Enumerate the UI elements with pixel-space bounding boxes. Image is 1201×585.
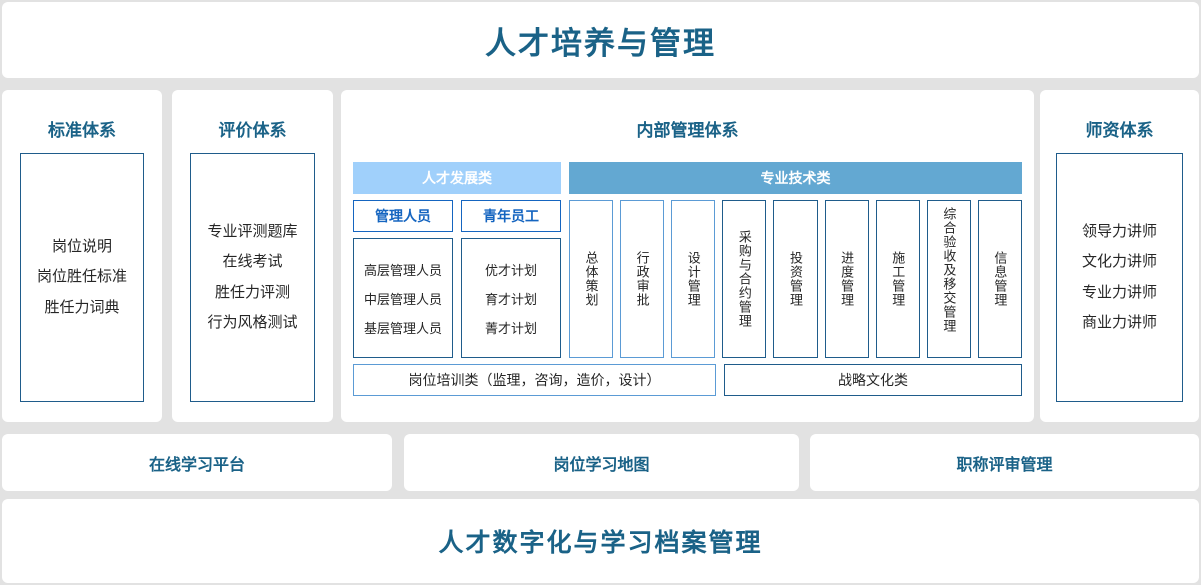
list-item: 在线考试 <box>222 253 283 270</box>
technical-box-label: 行政审批 <box>634 251 650 307</box>
list-item: 领导力讲师 <box>1081 222 1157 240</box>
dev-column-body: 高层管理人员 中层管理人员 基层管理人员 <box>353 238 453 358</box>
panel-faculty-system: 师资体系 领导力讲师 文化力讲师 专业力讲师 商业力讲师 <box>1040 90 1199 422</box>
standard-system-heading: 标准体系 <box>48 121 116 140</box>
faculty-system-box: 领导力讲师 文化力讲师 专业力讲师 商业力讲师 <box>1056 153 1183 402</box>
strip-strategy-culture: 战略文化类 <box>724 364 1022 396</box>
list-item: 高层管理人员 <box>363 262 442 278</box>
internal-management-heading: 内部管理体系 <box>636 121 739 140</box>
list-item: 菁才计划 <box>484 320 537 336</box>
technical-box: 总体策划 <box>569 200 614 358</box>
evaluation-system-heading: 评价体系 <box>218 121 287 140</box>
panel-standard-system: 标准体系 岗位说明 岗位胜任标准 胜任力词典 <box>2 90 162 422</box>
list-item: 基层管理人员 <box>363 320 442 336</box>
title-band: 人才培养与管理 <box>2 2 1199 78</box>
technical-box-label: 总体策划 <box>583 251 599 307</box>
list-item: 行为风格测试 <box>207 314 298 331</box>
dev-column-title: 管理人员 <box>353 200 453 232</box>
platform-title-review: 职称评审管理 <box>810 434 1199 491</box>
list-item: 育才计划 <box>484 291 537 307</box>
technical-box-label: 综合验收及移交管理 <box>941 207 957 333</box>
platform-online-learning: 在线学习平台 <box>2 434 392 491</box>
technical-boxes-group: 总体策划 行政审批 设计管理 采购与合约管理 投资管理 进度管理 <box>569 200 1022 358</box>
platform-job-learning-map: 岗位学习地图 <box>404 434 799 491</box>
technical-box: 信息管理 <box>977 200 1022 358</box>
list-item: 中层管理人员 <box>363 291 442 307</box>
banner-professional-technical: 专业技术类 <box>569 162 1022 194</box>
panel-evaluation-system: 评价体系 专业评测题库 在线考试 胜任力评测 行为风格测试 <box>172 90 333 422</box>
dev-column-managers: 管理人员 高层管理人员 中层管理人员 基层管理人员 <box>353 200 453 358</box>
technical-box-label: 信息管理 <box>992 251 1008 307</box>
technical-box: 进度管理 <box>824 200 869 358</box>
platform-label: 在线学习平台 <box>148 456 245 474</box>
list-item: 专业评测题库 <box>207 222 298 240</box>
technical-box-label: 采购与合约管理 <box>736 230 752 328</box>
technical-box: 综合验收及移交管理 <box>926 200 971 358</box>
talent-development-group: 管理人员 高层管理人员 中层管理人员 基层管理人员 青年员工 优才计划 育才计划… <box>353 200 561 358</box>
list-item: 胜任力评测 <box>214 283 290 301</box>
technical-box-label: 设计管理 <box>685 251 701 307</box>
technical-box: 行政审批 <box>620 200 665 358</box>
technical-box: 采购与合约管理 <box>722 200 767 358</box>
bottom-strip-row: 岗位培训类（监理，咨询，造价，设计） 战略文化类 <box>353 364 1022 396</box>
category-banner-row: 人才发展类 专业技术类 <box>353 162 1022 194</box>
footer-band: 人才数字化与学习档案管理 <box>2 499 1199 583</box>
platform-label: 岗位学习地图 <box>553 456 650 474</box>
technical-box-label: 进度管理 <box>839 251 855 307</box>
technical-box: 施工管理 <box>875 200 920 358</box>
evaluation-system-box: 专业评测题库 在线考试 胜任力评测 行为风格测试 <box>190 153 315 402</box>
technical-box: 投资管理 <box>773 200 818 358</box>
dev-column-body: 优才计划 育才计划 菁才计划 <box>461 238 561 358</box>
technical-box-label: 施工管理 <box>890 251 906 307</box>
list-item: 专业力讲师 <box>1081 283 1157 301</box>
platform-label: 职称评审管理 <box>956 456 1053 474</box>
list-item: 胜任力词典 <box>44 298 120 316</box>
strip-job-training: 岗位培训类（监理，咨询，造价，设计） <box>353 364 716 396</box>
faculty-system-heading: 师资体系 <box>1085 121 1154 140</box>
technical-box: 设计管理 <box>671 200 716 358</box>
banner-talent-development: 人才发展类 <box>353 162 561 194</box>
category-content-row: 管理人员 高层管理人员 中层管理人员 基层管理人员 青年员工 优才计划 育才计划… <box>353 200 1022 358</box>
list-item: 文化力讲师 <box>1081 253 1157 270</box>
list-item: 商业力讲师 <box>1081 314 1157 331</box>
dev-column-young-employees: 青年员工 优才计划 育才计划 菁才计划 <box>461 200 561 358</box>
dev-column-title: 青年员工 <box>461 200 561 232</box>
panel-internal-management: 内部管理体系 人才发展类 专业技术类 管理人员 高层管理人员 中层管理人员 基层… <box>341 90 1034 422</box>
standard-system-box: 岗位说明 岗位胜任标准 胜任力词典 <box>20 153 144 402</box>
list-item: 优才计划 <box>484 262 537 278</box>
technical-box-label: 投资管理 <box>787 251 803 307</box>
list-item: 岗位胜任标准 <box>36 268 127 286</box>
list-item: 岗位说明 <box>51 237 112 255</box>
page-title: 人才培养与管理 <box>485 25 716 61</box>
footer-title: 人才数字化与学习档案管理 <box>438 529 763 557</box>
